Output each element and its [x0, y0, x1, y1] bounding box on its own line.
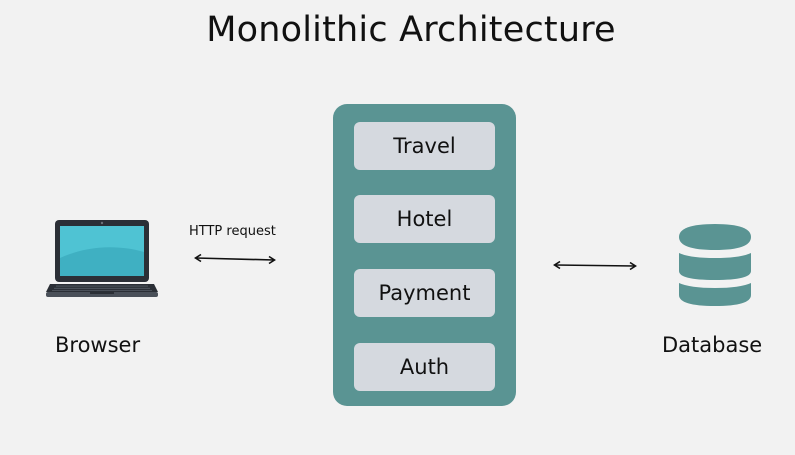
module-payment: Payment [354, 269, 495, 317]
module-hotel: Hotel [354, 195, 495, 243]
browser-monolith-arrow [194, 253, 276, 265]
monolith-container: Travel Hotel Payment Auth [333, 104, 516, 406]
http-request-label: HTTP request [189, 224, 276, 239]
browser-label: Browser [55, 333, 141, 357]
laptop-icon [46, 220, 158, 297]
module-travel: Travel [354, 122, 495, 170]
diagram-title: Monolithic Architecture [206, 10, 616, 50]
module-auth: Auth [354, 343, 495, 391]
database-icon [679, 224, 751, 306]
monolith-database-arrow [553, 260, 637, 271]
database-label: Database [662, 333, 763, 357]
